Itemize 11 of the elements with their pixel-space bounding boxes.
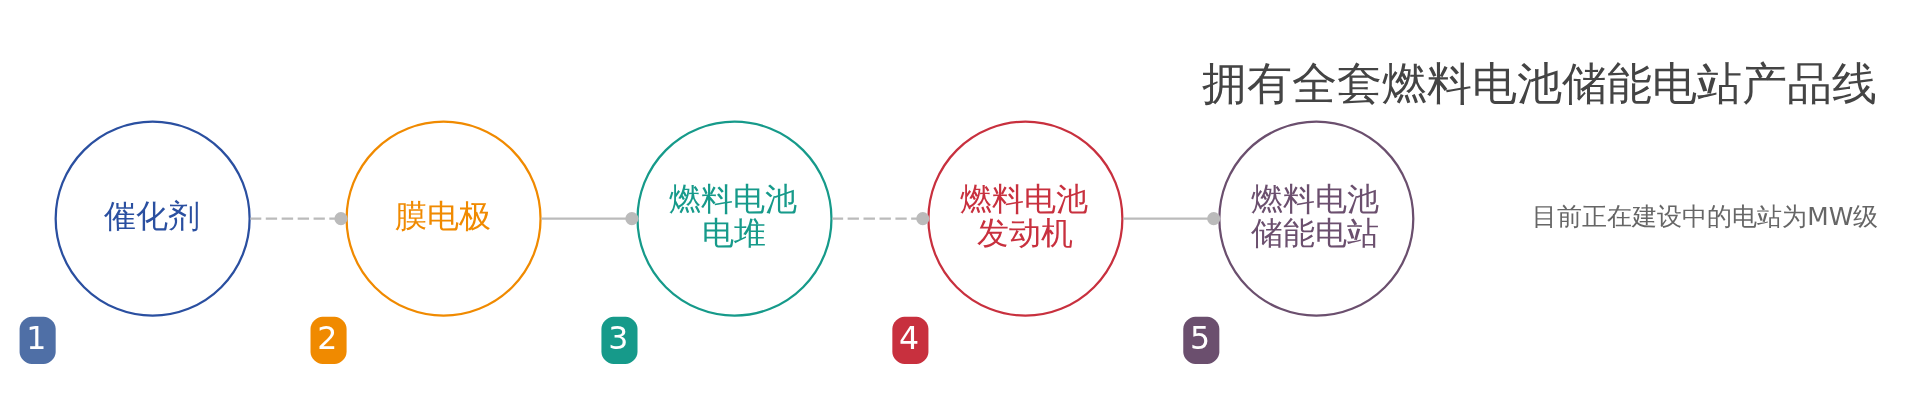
label: 目前正在建设中的电站为MW级 (1532, 201, 1879, 231)
node-label: 4 (899, 319, 920, 356)
connector (1123, 211, 1221, 225)
connector (832, 211, 930, 225)
connector (250, 211, 348, 225)
node-label: 3 (608, 319, 629, 356)
diagram-title: 拥有全套燃料电池储能电站产品线 (1202, 56, 1878, 110)
connector (541, 211, 639, 225)
node-label: 2 (317, 319, 338, 356)
node-label: 5 (1190, 319, 1211, 356)
node-label: 1 (26, 319, 47, 356)
